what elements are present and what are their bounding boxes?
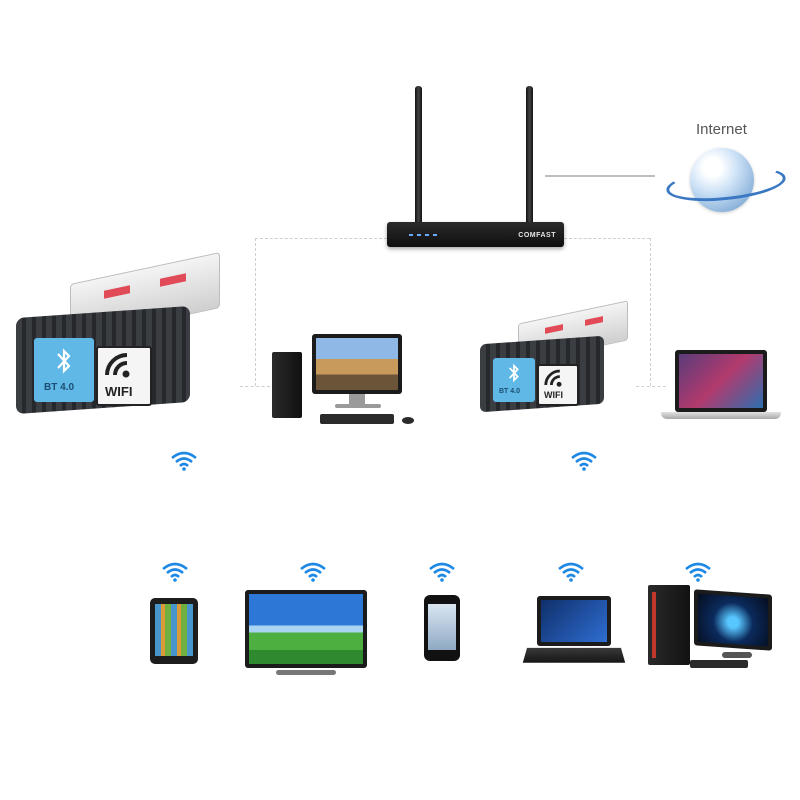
laptop-keyboard-base [522,647,626,663]
keyboard [320,414,394,424]
laptop-display [541,600,607,642]
monitor-base [335,404,381,408]
bluetooth-icon [508,363,519,383]
link-left-vertical [255,238,256,386]
router-antenna-right [526,86,533,226]
monitor-stand [349,394,365,404]
wifi-signal-icon [162,562,188,582]
bluetooth-panel: BT 4.0 [493,358,535,402]
monitor [312,334,402,394]
router-status-leds [409,234,439,236]
wifi-signal-icon [300,562,326,582]
wifi-icon [105,353,130,378]
bt-version-label: BT 4.0 [44,382,75,393]
router-body: COMFAST [387,222,564,247]
tv-screen [249,594,363,664]
link-left-horizontal [255,238,387,239]
router-antenna-left [415,86,422,226]
tablet-screen [155,604,193,656]
wifi-panel: WIFI [537,364,579,406]
link-right-to-laptop [636,386,666,387]
pc-tower-accent [652,592,656,658]
laptop-display [679,354,763,408]
wifi-signal-icon [571,451,597,471]
tv-frame [245,590,367,668]
wifi-signal-icon [171,451,197,471]
wifi-signal-icon [429,562,455,582]
globe-orbit-icon [664,161,788,207]
monitor [694,589,772,651]
monitor-screen [698,593,768,647]
wifi-panel: WIFI [96,346,152,406]
link-left-to-pc [240,386,270,387]
phone-screen [428,604,456,650]
wifi-label: WIFI [544,390,563,400]
monitor-screen [316,338,398,390]
bluetooth-icon [57,348,71,374]
laptop-screen [675,350,767,412]
wifi-label: WIFI [105,384,133,399]
link-right-vertical [650,238,651,386]
link-right-horizontal [564,238,650,239]
router-brand-label: COMFAST [518,232,556,239]
laptop-screen [537,596,611,646]
wifi-signal-icon [558,562,584,582]
wifi-signal-icon [685,562,711,582]
keyboard [690,660,748,668]
internet-label: Internet [696,121,747,138]
tv-stand [276,670,336,675]
bt-version-label: BT 4.0 [499,388,521,395]
wifi-icon [544,369,562,387]
internet-link-line [545,175,655,177]
globe-icon [690,148,754,212]
mouse [402,417,414,424]
monitor-stand [722,652,752,658]
laptop-base [661,412,781,419]
bluetooth-panel: BT 4.0 [34,338,94,402]
pc-tower [272,352,302,418]
